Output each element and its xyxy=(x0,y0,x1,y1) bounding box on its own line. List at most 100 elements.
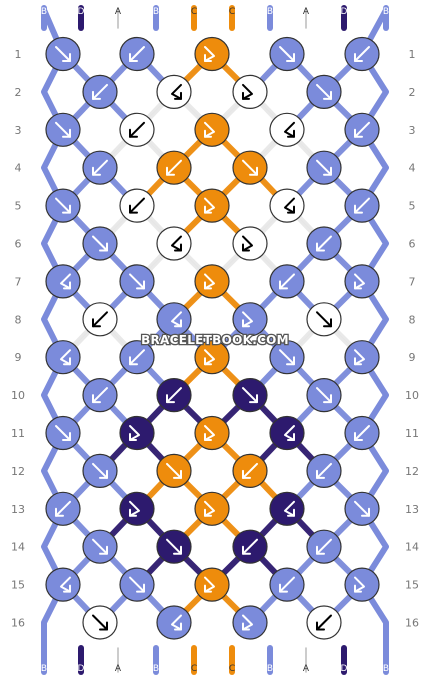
knot-arrow-icon xyxy=(316,621,325,631)
row-number: 9 xyxy=(15,351,22,364)
row-number: 2 xyxy=(15,86,22,99)
knot-arrow-icon xyxy=(129,576,145,593)
knot-arrow-icon xyxy=(171,83,182,100)
knot-arrow-icon xyxy=(354,281,362,290)
knot-arrow-icon xyxy=(129,204,138,214)
knot-arrow-icon xyxy=(63,357,71,366)
knot-arrow-icon xyxy=(354,46,370,62)
knot-arrow-icon xyxy=(204,349,215,366)
strand-segment xyxy=(107,136,130,161)
knot-arrow-icon xyxy=(174,91,182,100)
knot-arrow-icon xyxy=(171,235,182,252)
strand-segment xyxy=(257,477,280,502)
knot-arrow-icon xyxy=(242,622,250,631)
strand-segment xyxy=(219,61,243,85)
knot-arrow-icon xyxy=(204,433,212,441)
strand-segment xyxy=(70,440,93,464)
strand-segment xyxy=(144,174,167,199)
strand-label-bottom: C xyxy=(191,664,197,674)
strand-segment xyxy=(257,326,280,351)
knot-arrow-icon xyxy=(354,204,363,214)
watermark: BRACELETBOOK.COM xyxy=(141,333,289,347)
knot-arrow-icon xyxy=(129,356,138,366)
knot-arrow-icon xyxy=(166,166,175,176)
strand-segment xyxy=(144,515,167,540)
strand-segment xyxy=(107,250,130,275)
strand-segment xyxy=(181,212,205,237)
strand-label-top: B xyxy=(383,7,389,17)
knot-arrow-icon xyxy=(242,243,250,252)
strand-segment xyxy=(181,477,205,502)
strand-segment xyxy=(257,174,280,199)
knot-arrow-icon xyxy=(174,622,182,631)
knot-arrow-icon xyxy=(287,205,295,214)
strand-segment xyxy=(144,288,167,313)
strand-label-top: B xyxy=(41,7,47,17)
row-number: 14 xyxy=(405,541,419,554)
knot-arrow-icon xyxy=(204,197,215,214)
strand-segment xyxy=(107,61,130,85)
knot-arrow-icon xyxy=(166,159,182,176)
knot-arrow-icon xyxy=(129,425,140,441)
knot-arrow-icon xyxy=(249,394,258,404)
knot-arrow-icon xyxy=(242,387,258,404)
strand-segment xyxy=(219,402,243,426)
strand-segment xyxy=(70,591,93,616)
strand-segment xyxy=(107,515,130,540)
strand-segment xyxy=(257,98,280,123)
knot-arrow-icon xyxy=(62,53,71,62)
knot-arrow-icon xyxy=(354,357,362,366)
knot-arrow-icon xyxy=(242,538,258,555)
strand-segment xyxy=(144,98,167,123)
row-number: 5 xyxy=(409,200,416,213)
row-number: 3 xyxy=(409,124,416,137)
strand-segment xyxy=(294,402,317,426)
strand-segment xyxy=(70,250,93,275)
knot-arrow-icon xyxy=(55,500,71,517)
strand-segment xyxy=(331,477,355,502)
row-number: 2 xyxy=(409,86,416,99)
knot-arrow-icon xyxy=(242,235,253,252)
row-number: 14 xyxy=(11,541,25,554)
knot-arrow-icon xyxy=(204,508,212,517)
strand-segment xyxy=(294,591,317,616)
knot-arrow-icon xyxy=(284,500,295,517)
knot-arrow-icon xyxy=(129,500,140,517)
strand-label-bottom: D xyxy=(78,664,85,674)
strand-segment xyxy=(70,364,93,389)
knot-arrow-icon xyxy=(204,500,215,517)
knot-arrow-icon xyxy=(354,273,365,290)
strand-segment xyxy=(331,440,355,464)
knot-arrow-icon xyxy=(287,129,295,138)
knot-arrow-icon xyxy=(55,197,71,214)
strand-segment xyxy=(144,326,167,351)
strand-segment xyxy=(257,288,280,313)
knot-arrow-icon xyxy=(92,311,108,328)
knot-arrow-icon xyxy=(242,159,258,176)
strand-label-bottom: A xyxy=(303,664,310,674)
strand-segment xyxy=(331,98,355,123)
knot-arrow-icon xyxy=(204,273,215,290)
row-number: 7 xyxy=(15,275,22,288)
knot-arrow-icon xyxy=(55,425,71,441)
row-number: 8 xyxy=(15,313,22,326)
knot-arrow-icon xyxy=(204,121,215,138)
strand-segment xyxy=(219,440,243,464)
knot-arrow-icon xyxy=(279,273,295,290)
knot-arrow-icon xyxy=(316,545,325,555)
strand-segment xyxy=(257,136,280,161)
strand-segment xyxy=(331,402,355,426)
strand-segment xyxy=(257,61,280,85)
row-number: 8 xyxy=(409,313,416,326)
strand-segment xyxy=(294,440,317,464)
knot-arrow-icon xyxy=(92,538,108,555)
strand-label-bottom: B xyxy=(153,664,159,674)
strand-segment xyxy=(331,364,355,389)
knot-arrow-icon xyxy=(242,311,253,328)
knot-arrow-icon xyxy=(354,128,363,138)
knot-arrow-icon xyxy=(316,159,332,176)
knot-arrow-icon xyxy=(323,90,332,100)
strand-segment xyxy=(331,326,355,351)
knot-arrow-icon xyxy=(55,46,71,62)
